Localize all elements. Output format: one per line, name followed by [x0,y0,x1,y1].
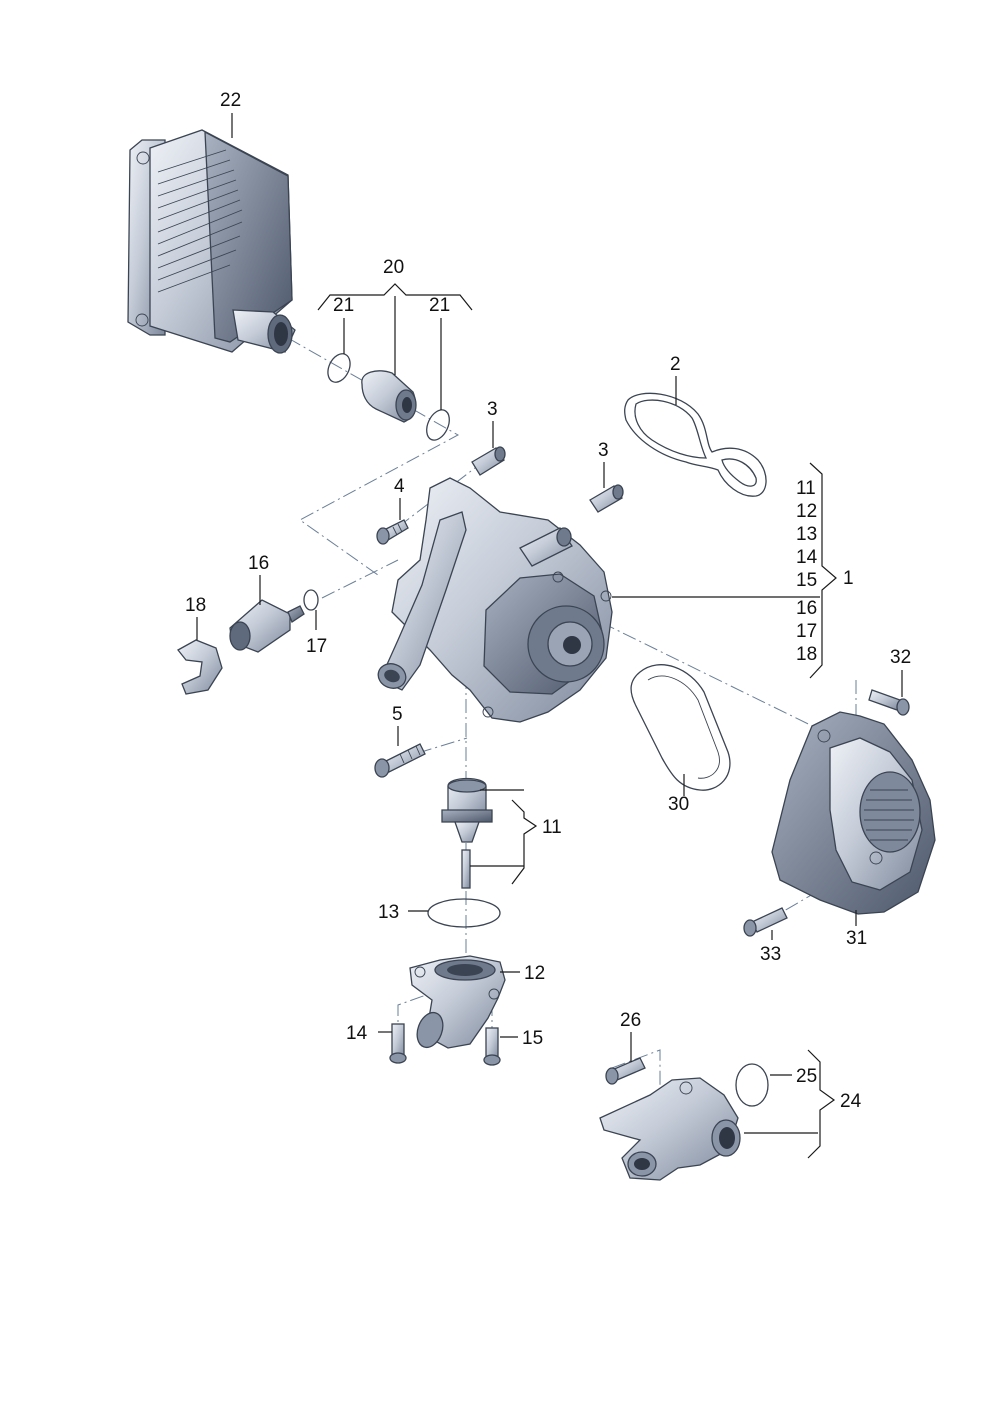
bolt-icon [743,907,788,937]
callout-12: 12 [524,963,545,984]
o-ring-icon [735,1063,769,1107]
callout-5: 5 [392,704,403,725]
callout-3-left: 3 [487,399,498,420]
bolt-icon [376,519,409,545]
callout-24: 24 [840,1091,862,1112]
seal-ring-icon [426,409,450,441]
callout-2: 2 [670,354,681,375]
gasket-icon [624,392,767,497]
callout-22: 22 [220,90,241,111]
group-1-item: 12 [796,501,817,522]
group-1-item: 17 [796,621,817,642]
group-1-item: 11 [796,478,816,499]
thermostat-icon [441,777,493,889]
leader-lines [196,113,903,1159]
callout-11: 11 [542,817,562,838]
callout-21-left: 21 [333,295,354,316]
group-1-item: 15 [796,570,817,591]
toothed-belt-icon [630,664,731,791]
callout-4: 4 [394,476,405,497]
callout-14: 14 [346,1023,368,1044]
callout-13: 13 [378,902,399,923]
bolt-icon [374,743,426,778]
callout-labels: 22 20 21 21 2 3 3 4 16 18 17 5 11 13 12 … [185,90,911,1112]
group-1-item: 14 [796,547,818,568]
callout-21-right: 21 [429,295,450,316]
o-ring-icon [303,589,319,611]
callout-1: 1 [843,568,854,589]
coolant-connector-icon [361,370,417,423]
callout-25: 25 [796,1066,817,1087]
thermostat-housing-icon [409,955,506,1049]
dowel-sleeve-icon [471,446,506,476]
bolt-icon [483,1027,501,1066]
dowel-sleeve-icon [589,484,624,513]
group-1-item: 13 [796,524,817,545]
group-1-list: 11 12 13 14 15 16 17 18 [796,478,818,665]
callout-18: 18 [185,595,206,616]
callout-31: 31 [846,928,867,949]
coolant-flange-icon [599,1077,741,1181]
group-1-item: 18 [796,644,817,665]
bolt-icon [868,689,910,716]
retaining-clip-icon [177,639,223,695]
callout-30: 30 [668,794,689,815]
seal-ring-icon [327,353,351,383]
callout-32: 32 [890,647,911,668]
callout-16: 16 [248,553,269,574]
bolt-icon [389,1023,407,1064]
temperature-sensor-icon [229,599,305,653]
group-1-item: 16 [796,598,817,619]
oil-cooler-icon [127,129,296,354]
bolt-icon [605,1057,646,1085]
belt-cover-icon [771,711,936,915]
callout-26: 26 [620,1010,641,1031]
assembly-centerlines [287,337,876,1089]
callout-17: 17 [306,636,327,657]
callout-3-right: 3 [598,440,609,461]
water-pump-housing-icon [377,477,613,723]
callout-20: 20 [383,257,404,278]
o-ring-icon [427,898,501,928]
callout-33: 33 [760,944,781,965]
callout-15: 15 [522,1028,543,1049]
